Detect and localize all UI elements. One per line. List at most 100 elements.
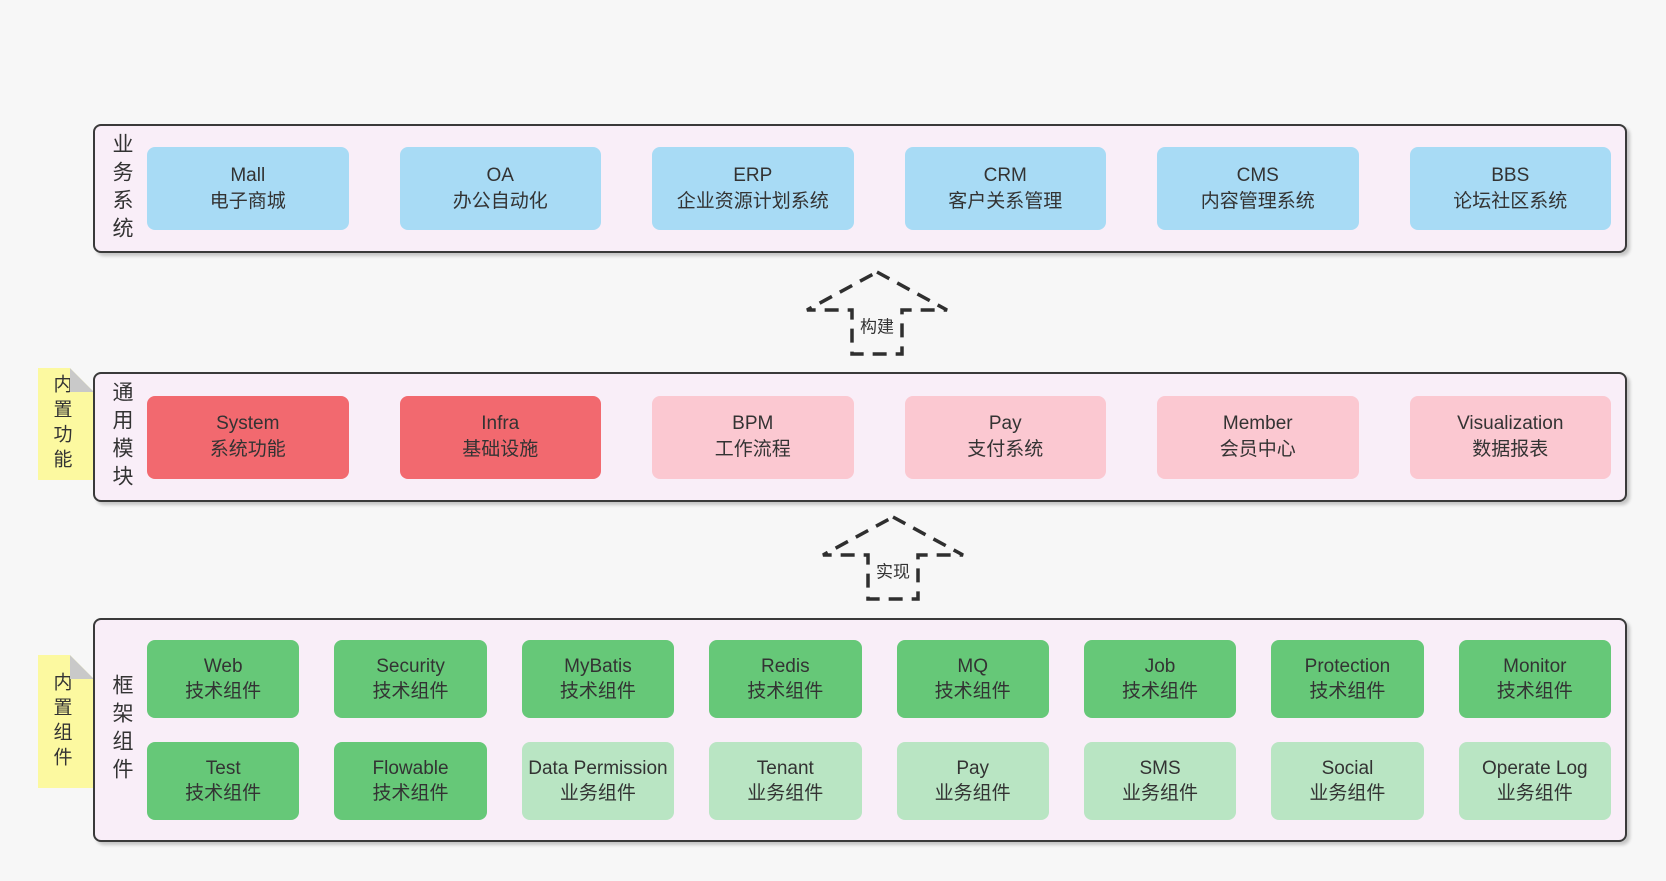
framework-row-2: Test 技术组件 Flowable 技术组件 Data Permission … <box>147 742 1611 820</box>
box-subtitle: 企业资源计划系统 <box>676 190 829 212</box>
built-in-components-tab: 内置组件 <box>38 655 94 788</box>
built-in-features-label: 内置功能 <box>50 374 72 474</box>
common-modules-row: System 系统功能 Infra 基础设施 BPM 工作流程 Pay 支付系统… <box>147 395 1625 479</box>
box-bbs: BBS 论坛社区系统 <box>1409 147 1611 230</box>
box-erp: ERP 企业资源计划系统 <box>652 147 854 230</box>
box-subtitle: 技术组件 <box>1122 681 1199 702</box>
box-title: MyBatis <box>564 656 632 677</box>
box-subtitle: 技术组件 <box>934 681 1011 702</box>
build-arrow-label: 构建 <box>857 312 897 338</box>
box-subtitle: 客户关系管理 <box>948 190 1063 212</box>
business-systems-panel: 业务系统 Mall 电子商城 OA 办公自动化 ERP 企业资源计划系统 CRM… <box>93 124 1627 253</box>
box-subtitle: 支付系统 <box>967 439 1044 460</box>
box-mq: MQ 技术组件 <box>896 640 1049 718</box>
box-subtitle: 技术组件 <box>372 681 449 702</box>
box-title: Test <box>205 758 241 779</box>
implement-arrow-label: 实现 <box>873 557 913 583</box>
box-test: Test 技术组件 <box>147 742 300 820</box>
box-job: Job 技术组件 <box>1083 640 1237 718</box>
box-subtitle: 技术组件 <box>1496 681 1573 702</box>
built-in-components-label: 内置组件 <box>50 671 72 772</box>
box-title: Mall <box>230 164 266 186</box>
built-in-features-tab: 内置功能 <box>38 368 94 480</box>
box-title: Social <box>1321 758 1374 779</box>
box-flowable: Flowable 技术组件 <box>334 742 487 820</box>
box-title: SMS <box>1139 758 1181 779</box>
box-member: Member 会员中心 <box>1157 395 1359 479</box>
framework-components-panel: 框架组件 Web 技术组件 Security 技术组件 MyBatis 技术组件… <box>93 618 1627 842</box>
box-title: Infra <box>481 413 520 434</box>
framework-components-grid: Web 技术组件 Security 技术组件 MyBatis 技术组件 Redi… <box>147 640 1625 820</box>
box-subtitle: 会员中心 <box>1219 439 1296 460</box>
box-subtitle: 业务组件 <box>1496 783 1573 804</box>
box-title: Protection <box>1304 656 1391 677</box>
panel-vertical-label: 框架组件 <box>95 674 147 786</box>
common-modules-label: 通用模块 <box>110 381 133 493</box>
framework-row-1: Web 技术组件 Security 技术组件 MyBatis 技术组件 Redi… <box>147 640 1611 718</box>
box-mall: Mall 电子商城 <box>147 147 349 230</box>
box-title: Member <box>1222 413 1293 434</box>
box-data-permission: Data Permission 业务组件 <box>521 742 675 820</box>
box-mybatis: MyBatis 技术组件 <box>521 640 675 718</box>
box-social: Social 业务组件 <box>1271 742 1424 820</box>
box-subtitle: 技术组件 <box>747 681 824 702</box>
box-subtitle: 基础设施 <box>462 439 539 460</box>
box-title: Pay <box>956 758 990 779</box>
box-title: Web <box>203 656 243 677</box>
box-cms: CMS 内容管理系统 <box>1157 147 1359 230</box>
box-subtitle: 论坛社区系统 <box>1453 190 1568 212</box>
box-redis: Redis 技术组件 <box>709 640 862 718</box>
box-monitor: Monitor 技术组件 <box>1458 640 1611 718</box>
box-title: Security <box>376 656 445 677</box>
box-subtitle: 技术组件 <box>185 681 262 702</box>
box-tenant: Tenant 业务组件 <box>709 742 862 820</box>
box-visualization: Visualization 数据报表 <box>1409 395 1611 479</box>
box-title: Operate Log <box>1481 758 1588 779</box>
box-subtitle: 系统功能 <box>209 439 286 460</box>
implement-arrow: 实现 <box>813 509 973 607</box>
box-title: Pay <box>988 413 1022 434</box>
box-subtitle: 技术组件 <box>372 783 449 804</box>
common-modules-panel: 通用模块 System 系统功能 Infra 基础设施 BPM 工作流程 Pay… <box>93 372 1627 502</box>
box-pay-module: Pay 支付系统 <box>904 395 1106 479</box>
box-title: ERP <box>733 164 773 186</box>
build-arrow: 构建 <box>797 264 957 362</box>
box-operate-log: Operate Log 业务组件 <box>1458 742 1611 820</box>
box-title: CRM <box>983 164 1027 186</box>
box-subtitle: 业务组件 <box>559 783 636 804</box>
box-protection: Protection 技术组件 <box>1271 640 1424 718</box>
box-title: OA <box>486 164 514 186</box>
box-title: Visualization <box>1457 413 1564 434</box>
dashed-up-arrow-icon <box>822 515 964 601</box>
box-infra: Infra 基础设施 <box>399 395 601 479</box>
box-security: Security 技术组件 <box>334 640 487 718</box>
box-title: BBS <box>1491 164 1530 186</box>
box-title: Job <box>1144 656 1176 677</box>
box-sms: SMS 业务组件 <box>1083 742 1237 820</box>
box-subtitle: 数据报表 <box>1472 439 1549 460</box>
box-subtitle: 电子商城 <box>209 190 286 212</box>
box-title: CMS <box>1236 164 1279 186</box>
box-title: Tenant <box>756 758 814 779</box>
box-subtitle: 内容管理系统 <box>1200 190 1315 212</box>
box-subtitle: 业务组件 <box>1309 783 1386 804</box>
box-subtitle: 业务组件 <box>747 783 824 804</box>
box-subtitle: 业务组件 <box>934 783 1011 804</box>
panel-vertical-label: 业务系统 <box>95 133 147 245</box>
box-subtitle: 业务组件 <box>1122 783 1199 804</box>
panel-vertical-label: 通用模块 <box>95 381 147 493</box>
box-title: Flowable <box>372 758 449 779</box>
box-title: BPM <box>732 413 774 434</box>
box-oa: OA 办公自动化 <box>399 147 601 230</box>
box-title: System <box>216 413 280 434</box>
box-system: System 系统功能 <box>147 395 349 479</box>
box-subtitle: 技术组件 <box>559 681 636 702</box>
business-systems-row: Mall 电子商城 OA 办公自动化 ERP 企业资源计划系统 CRM 客户关系… <box>147 147 1625 230</box>
box-title: MQ <box>957 656 988 677</box>
box-title: Data Permission <box>528 758 668 779</box>
business-systems-label: 业务系统 <box>110 132 133 245</box>
box-subtitle: 技术组件 <box>185 783 262 804</box>
dashed-up-arrow-icon <box>806 270 948 356</box>
box-subtitle: 办公自动化 <box>452 190 548 212</box>
box-subtitle: 技术组件 <box>1309 681 1386 702</box>
